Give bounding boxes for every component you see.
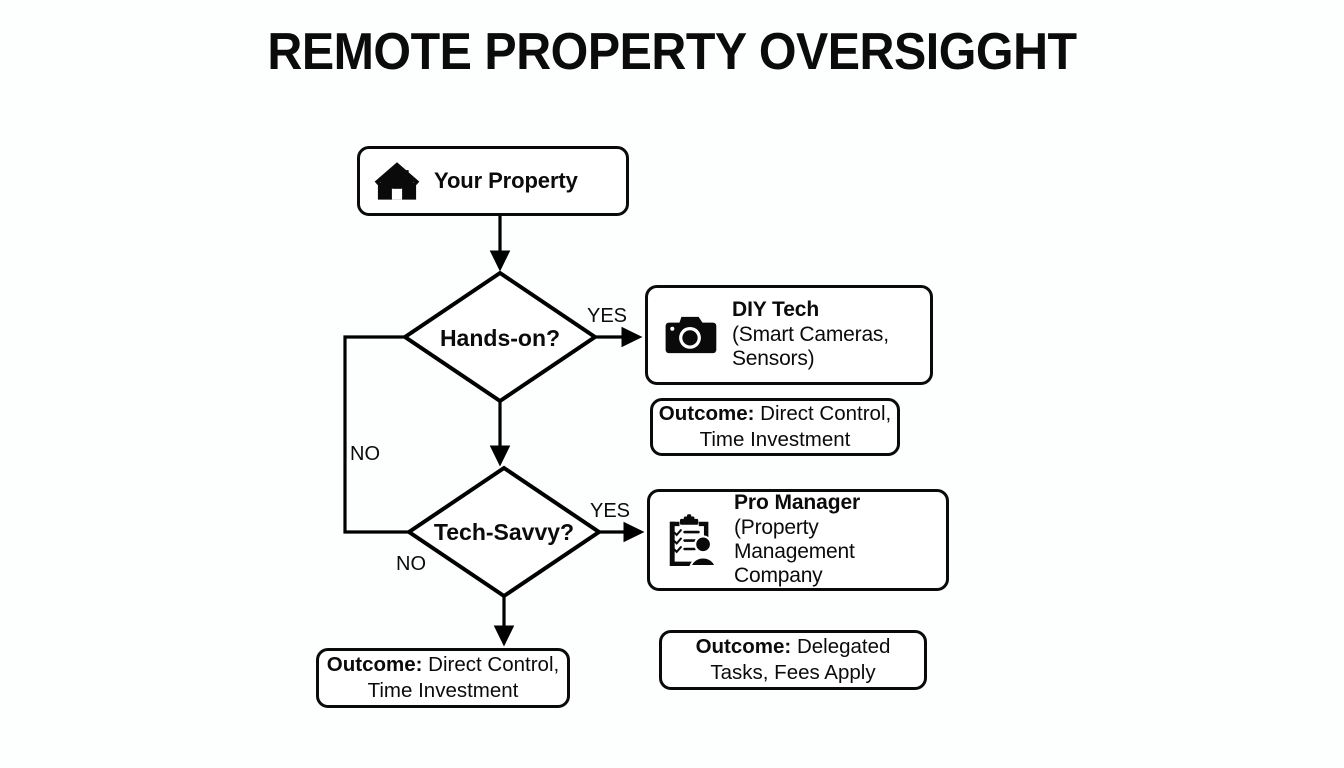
outcome-diy-prefix: Outcome:: [658, 402, 755, 426]
node-diy-tech-subtitle-1: (Smart Cameras,: [732, 322, 889, 346]
node-outcome-diy[interactable]: Outcome: Direct Control, Time Investment: [650, 398, 900, 456]
node-your-property[interactable]: Your Property: [357, 146, 629, 216]
camera-icon: [662, 313, 718, 357]
edge-label-yes-handson: YES: [587, 305, 628, 327]
outcome-bottom-prefix: Outcome:: [326, 653, 423, 677]
page-title: REMOTE PROPERTY OVERSIGGHT: [267, 23, 1077, 81]
outcome-bottom-line-1: Direct Control,: [422, 653, 560, 677]
node-pro-manager-subtitle-2: Company: [734, 564, 823, 588]
outcome-bottom-line-2: Time Investment: [367, 679, 519, 702]
node-outcome-bottom[interactable]: Outcome: Direct Control, Time Investment: [316, 648, 570, 708]
edge-label-no-handson: NO: [350, 443, 380, 465]
node-diy-tech[interactable]: DIY Tech (Smart Cameras, Sensors): [645, 285, 933, 385]
clipboard-person-icon: [664, 514, 720, 566]
edge-label-no-techsavvy: NO: [396, 553, 426, 575]
node-diy-tech-subtitle-2: Sensors): [732, 347, 815, 371]
outcome-diy-line-2: Time Investment: [699, 428, 851, 451]
node-your-property-label: Your Property: [434, 168, 578, 194]
node-pro-manager[interactable]: Pro Manager (Property Management Company: [647, 489, 949, 591]
outcome-pro-line-1: Delegated: [791, 635, 891, 659]
node-outcome-pro[interactable]: Outcome: Delegated Tasks, Fees Apply: [659, 630, 927, 690]
node-pro-manager-title: Pro Manager: [734, 491, 861, 515]
decision-hands-on-label: Hands-on?: [439, 325, 561, 351]
outcome-pro-line-2: Tasks, Fees Apply: [710, 661, 876, 684]
node-diy-tech-title: DIY Tech: [732, 298, 820, 322]
node-pro-manager-subtitle-1: (Property Management: [734, 515, 855, 563]
outcome-diy-line-1: Direct Control,: [754, 402, 892, 426]
decision-tech-savvy-label: Tech-Savvy?: [433, 519, 575, 545]
edge-handson-no-bracket: [343, 335, 409, 534]
edge-label-yes-techsavvy: YES: [590, 500, 631, 522]
outcome-pro-prefix: Outcome:: [695, 635, 792, 659]
house-icon: [374, 160, 420, 202]
